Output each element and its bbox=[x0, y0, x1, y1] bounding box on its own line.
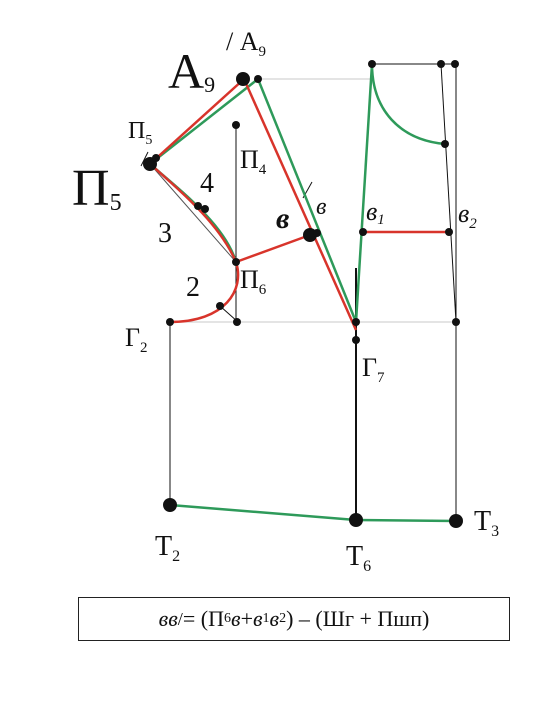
green-neck-curve bbox=[370, 63, 446, 146]
point-p6-corner bbox=[233, 318, 241, 326]
point-top-right-3 bbox=[451, 60, 459, 68]
labels: А9 / А9 П5 П5 П4 4 3 П6 2 Г2 Г7 в в в1 в… bbox=[72, 27, 499, 575]
label-p6: П6 bbox=[240, 265, 267, 298]
label-v-prime: в bbox=[316, 194, 326, 220]
point-4 bbox=[201, 205, 209, 213]
formula-v2: в bbox=[269, 606, 280, 631]
label-4: 4 bbox=[200, 168, 214, 199]
label-a9-big: А9 bbox=[168, 43, 215, 99]
point-3 bbox=[194, 202, 202, 210]
label-t2: Т2 bbox=[155, 531, 180, 565]
armhole-guide bbox=[149, 163, 237, 263]
formula-eq: = (П bbox=[182, 606, 224, 631]
green-hem-right bbox=[355, 518, 457, 523]
formula-v1: в bbox=[252, 606, 263, 631]
point-neck-end bbox=[441, 140, 449, 148]
red-p6-v bbox=[235, 233, 311, 264]
label-t3: Т3 bbox=[474, 506, 499, 540]
point-v-prime bbox=[313, 229, 321, 237]
point-a9-prime bbox=[254, 75, 262, 83]
point-2 bbox=[216, 302, 224, 310]
point-a9-big bbox=[236, 72, 250, 86]
points bbox=[143, 60, 463, 528]
point-t6 bbox=[349, 513, 363, 527]
formula-sub6: 6 bbox=[224, 611, 231, 626]
point-v1 bbox=[359, 228, 367, 236]
formula-v: в bbox=[231, 606, 241, 631]
formula-lhs: вв bbox=[158, 606, 178, 631]
point-p6 bbox=[232, 258, 240, 266]
point-p4 bbox=[232, 121, 240, 129]
green-right-front bbox=[354, 63, 374, 323]
point-v2 bbox=[445, 228, 453, 236]
point-top-right-2 bbox=[437, 60, 445, 68]
point-top-right-1 bbox=[368, 60, 376, 68]
formula-sub1: 1 bbox=[262, 611, 270, 626]
green-hem-left bbox=[169, 503, 357, 522]
point-g7 bbox=[352, 318, 360, 326]
red-back-seam bbox=[242, 78, 358, 331]
green-back-seam bbox=[256, 78, 358, 323]
label-3: 3 bbox=[158, 218, 172, 249]
mark-p5-prime bbox=[140, 151, 149, 167]
point-t3 bbox=[449, 514, 463, 528]
formula-prime: / bbox=[177, 608, 183, 629]
label-v-bold: в bbox=[276, 202, 289, 235]
point-g2 bbox=[166, 318, 174, 326]
formula-rest: ) – (Шг + Пшп) bbox=[286, 606, 430, 631]
label-t6: Т6 bbox=[346, 541, 371, 575]
formula-sub2: 2 bbox=[279, 611, 287, 626]
point-p5-prime bbox=[152, 154, 160, 162]
formula-plus: + bbox=[240, 606, 253, 631]
label-g7: Г7 bbox=[362, 353, 385, 386]
vertical-v2-t3 bbox=[440, 63, 457, 323]
label-v1: в1 bbox=[366, 197, 385, 228]
point-g7-red bbox=[352, 336, 360, 344]
label-p5-big: П5 bbox=[72, 160, 122, 217]
label-2: 2 bbox=[186, 272, 200, 303]
green-shoulder bbox=[149, 78, 259, 165]
label-p4: П4 bbox=[240, 145, 267, 178]
point-t2 bbox=[163, 498, 177, 512]
label-v2: в2 bbox=[458, 199, 477, 232]
label-g2: Г2 bbox=[125, 323, 148, 356]
red-shoulder bbox=[149, 78, 245, 165]
label-p5-small: П5 bbox=[128, 118, 152, 148]
label-a9-prime: / А9 bbox=[226, 27, 266, 60]
point-g-right bbox=[452, 318, 460, 326]
